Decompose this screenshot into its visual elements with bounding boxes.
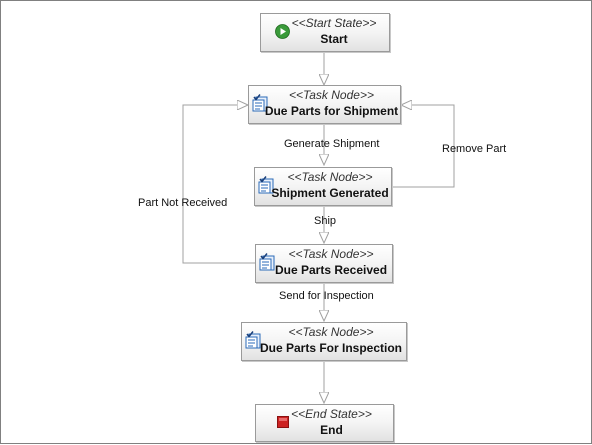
task-node-due-parts-for-inspection[interactable]: <<Task Node>> Due Parts For Inspection — [241, 322, 407, 361]
transition-label-send-for-inspection: Send for Inspection — [279, 290, 374, 302]
node-name: Due Parts For Inspection — [259, 341, 403, 355]
play-circle-icon — [275, 24, 290, 39]
node-stereotype: <<Task Node>> — [288, 325, 374, 339]
node-name: Start — [320, 32, 348, 46]
node-stereotype: <<End State>> — [291, 407, 372, 421]
transition-label-remove-part: Remove Part — [442, 143, 507, 155]
task-clipboard-icon — [258, 176, 274, 194]
node-stereotype: <<Task Node>> — [287, 170, 373, 184]
node-stereotype: <<Start State>> — [291, 16, 377, 30]
stop-square-icon — [277, 416, 289, 428]
node-name: Due Parts Received — [274, 263, 388, 277]
task-node-shipment-generated[interactable]: <<Task Node>> Shipment Generated — [254, 167, 392, 206]
node-name: End — [320, 423, 343, 437]
transition-label-part-not-received: Part Not Received — [138, 197, 228, 209]
task-node-due-parts-received[interactable]: <<Task Node>> Due Parts Received — [255, 244, 393, 283]
end-state-node[interactable]: <<End State>> End — [255, 404, 394, 442]
task-node-due-parts-for-shipment[interactable]: <<Task Node>> Due Parts for Shipment — [248, 85, 401, 124]
transition-label-generate-shipment: Generate Shipment — [284, 138, 380, 150]
node-stereotype: <<Task Node>> — [288, 247, 374, 261]
edge-part-not-received[interactable] — [182, 105, 255, 264]
task-clipboard-icon — [245, 331, 261, 349]
edge-remove-part[interactable] — [392, 105, 455, 188]
start-state-node[interactable]: <<Start State>> Start — [260, 13, 390, 52]
task-clipboard-icon — [259, 253, 275, 271]
node-name: Shipment Generated — [271, 186, 389, 200]
node-stereotype: <<Task Node>> — [289, 88, 374, 102]
task-clipboard-icon — [252, 94, 268, 112]
transition-label-ship: Ship — [314, 215, 337, 227]
node-name: Due Parts for Shipment — [264, 104, 399, 118]
